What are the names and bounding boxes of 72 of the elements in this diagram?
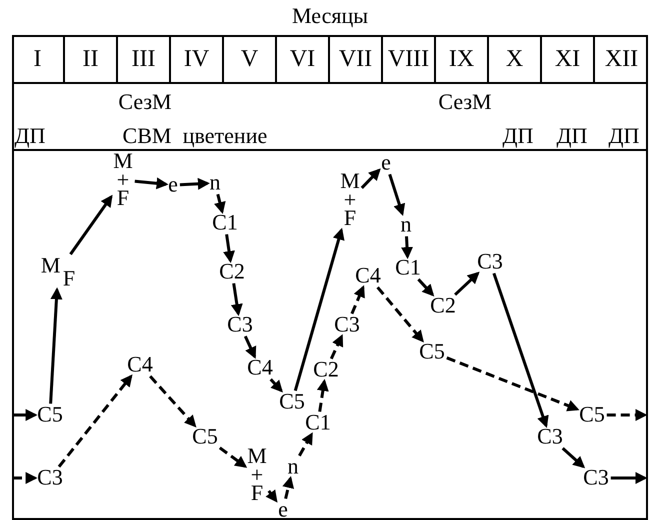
arrow [376, 286, 424, 343]
season-label: ДП [608, 125, 640, 147]
arrow [180, 178, 210, 190]
axis-title: Месяцы [292, 5, 368, 27]
stage-label: e [278, 500, 288, 520]
stage-label: M + F [340, 172, 360, 228]
arrow [230, 283, 243, 316]
month-cell-text: XII [604, 44, 640, 74]
stage-label: M + F [247, 446, 267, 504]
stage-label: C1 [395, 258, 421, 278]
stage-label: C4 [247, 358, 273, 378]
stage-label: C1 [305, 414, 331, 432]
arrow [294, 228, 345, 392]
stage-label: MF [40, 256, 76, 288]
arrow [454, 272, 480, 296]
season-label: цветение [182, 125, 268, 147]
arrow [316, 378, 329, 412]
stage-label: C5 [279, 392, 305, 412]
season-label: СезМ [118, 91, 172, 113]
arrow [223, 234, 235, 264]
stage-label: C4 [355, 266, 381, 286]
stage-label: C5 [37, 406, 63, 424]
arrow [446, 356, 580, 412]
stage-label: C2 [430, 296, 456, 316]
arrow [58, 374, 132, 468]
arrow [214, 194, 226, 214]
stage-label: C5 [579, 406, 605, 424]
stage-label: C3 [583, 468, 609, 488]
stage-label: C3 [37, 468, 63, 488]
stage-label: C5 [192, 428, 218, 446]
arrow [69, 194, 113, 256]
arrow [244, 336, 256, 359]
stage-label: C5 [419, 342, 445, 362]
arrow [13, 472, 38, 484]
season-label: ДП [502, 125, 534, 147]
arrow [388, 174, 406, 216]
stage-label: n [288, 458, 298, 476]
arrow [49, 287, 62, 404]
arrow [270, 378, 283, 392]
stage-label: C3 [334, 316, 360, 334]
arrow [562, 447, 586, 468]
arrow [606, 409, 648, 421]
stage-label: n [400, 216, 412, 234]
season-label: ДП [14, 125, 46, 147]
arrow [298, 432, 313, 456]
stage-label: C2 [219, 262, 245, 282]
stage-label: C4 [127, 356, 153, 374]
arrow [610, 472, 648, 484]
season-label: СВМ [122, 125, 172, 147]
arrow [282, 476, 294, 500]
arrow [350, 285, 365, 314]
stage-label: e [168, 176, 178, 194]
arrow [417, 278, 434, 296]
arrow [149, 375, 196, 428]
arrow [218, 446, 248, 468]
arrow [360, 168, 381, 189]
arrow [330, 334, 344, 360]
stage-label: C3 [477, 252, 503, 272]
stage-label: C3 [537, 428, 563, 446]
arrow [266, 489, 278, 503]
stage-label: e [381, 154, 391, 172]
stage-label: C1 [212, 214, 238, 232]
arrow [492, 272, 549, 428]
stage-label: n [210, 174, 220, 192]
stage-label: C3 [227, 316, 253, 334]
stage-label: C2 [313, 360, 339, 380]
stage-label: M + F [113, 152, 133, 208]
arrow [134, 177, 168, 190]
season-label: ДП [556, 125, 588, 147]
arrow [401, 236, 414, 260]
arrow [13, 409, 38, 421]
season-label: СезМ [438, 91, 492, 113]
